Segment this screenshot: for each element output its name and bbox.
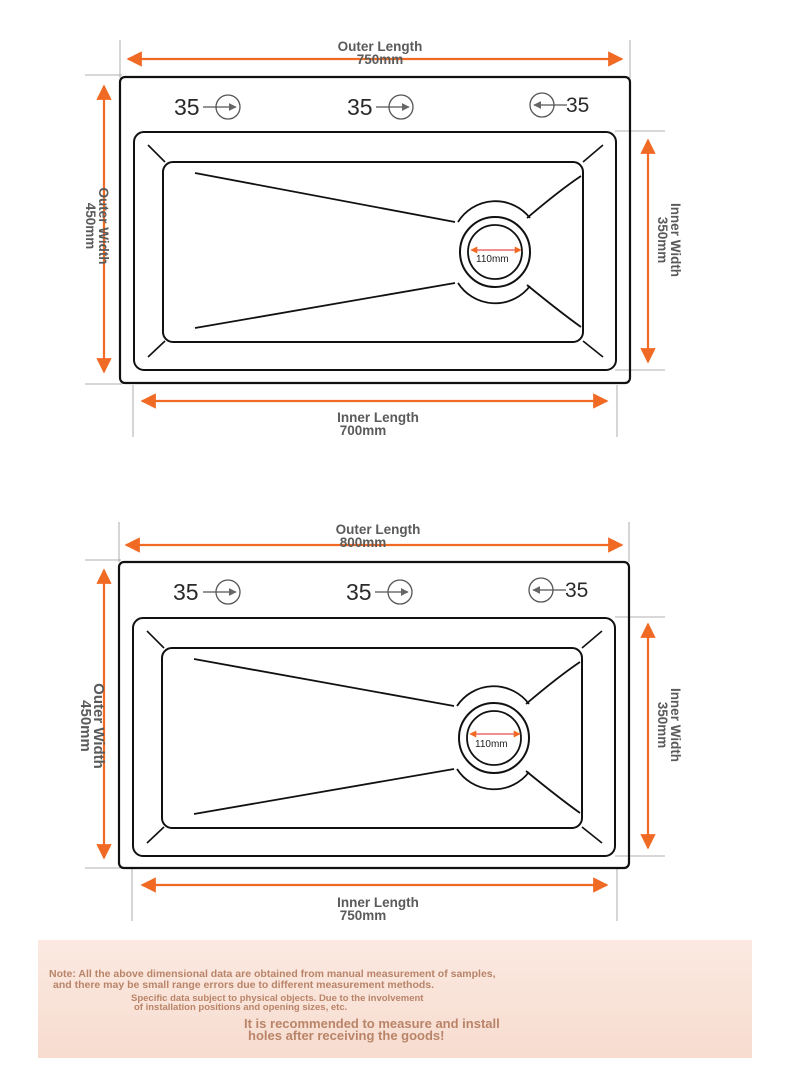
tap-hole-left-size: 35 xyxy=(173,579,199,605)
inner-length-label: Inner Length 750mm xyxy=(337,895,419,923)
sink-drawing xyxy=(85,522,665,921)
note-line-5: It is recommended to measure and install xyxy=(244,1016,500,1031)
outer-width-label: Outer Width 450mm xyxy=(77,683,107,769)
outer-length-label: Outer Length 750mm xyxy=(337,39,423,67)
note-line-3: Specific data subject to physical object… xyxy=(131,993,424,1004)
outer-length-label: Outer Length 800mm xyxy=(335,522,421,550)
note-line-2: and there may be small range errors due … xyxy=(53,979,435,991)
tap-hole-left-size: 35 xyxy=(174,94,200,120)
measurement-note: Note: All the above dimensional data are… xyxy=(38,940,752,1058)
tap-hole-mid-size: 35 xyxy=(346,579,372,605)
note-line-6: holes after receiving the goods! xyxy=(248,1028,445,1043)
inner-length-label: Inner Length 700mm xyxy=(337,410,419,438)
sink-diagram-750: Outer Length 750mm Outer Width 450mm Inn… xyxy=(0,0,790,470)
drain-size: 110mm xyxy=(476,254,509,265)
dimension-arrows xyxy=(96,537,656,893)
tap-holes xyxy=(203,92,567,120)
extension-lines xyxy=(85,522,665,921)
tap-hole-mid-size: 35 xyxy=(347,94,373,120)
extension-lines xyxy=(85,40,665,437)
sink-outline xyxy=(117,560,631,870)
tap-holes xyxy=(203,577,566,605)
inner-width-label: Inner Width 350mm xyxy=(655,687,683,763)
tap-hole-right-size: 35 xyxy=(565,579,589,602)
note-line-4: of installation positions and opening si… xyxy=(134,1002,348,1013)
tap-hole-right-size: 35 xyxy=(566,94,590,117)
sink-outline xyxy=(118,75,632,385)
sink-diagram-800: Outer Length 800mm Outer Width 450mm Inn… xyxy=(0,484,790,954)
outer-width-label: Outer Width 450mm xyxy=(83,187,111,265)
sink-drawing xyxy=(85,40,665,437)
note-line-1: Note: All the above dimensional data are… xyxy=(49,968,496,980)
dimension-arrows xyxy=(96,51,656,409)
inner-width-label: Inner Width 350mm xyxy=(655,202,683,278)
drain-size: 110mm xyxy=(475,739,508,750)
